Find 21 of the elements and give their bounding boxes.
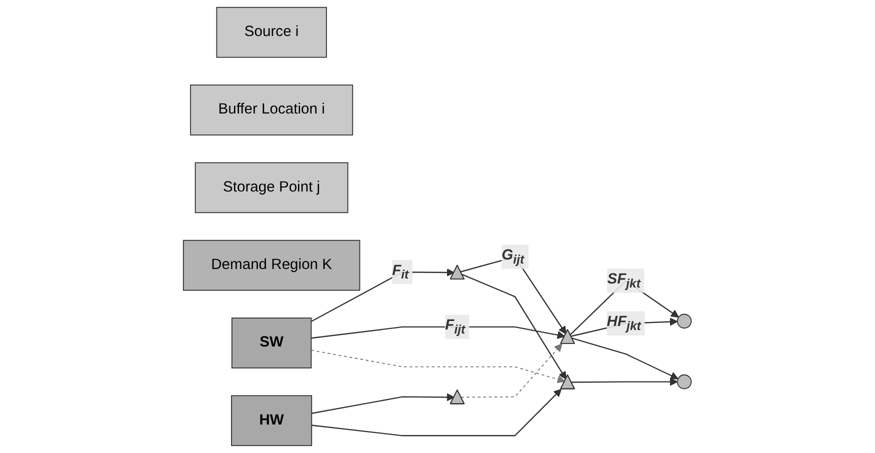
node-circle xyxy=(677,314,692,329)
arrow xyxy=(312,388,562,436)
edge-label: SF$_{jkt}$ xyxy=(607,271,641,290)
arrow xyxy=(462,274,567,380)
edge-label: HF$_{jkt}$ xyxy=(606,314,642,333)
edge-label: F$_{it}$ xyxy=(392,262,409,282)
arrow xyxy=(310,350,566,384)
node-box: Buffer Location i xyxy=(190,84,354,136)
arrow xyxy=(572,378,678,386)
edge-label: F$_{ijt}$ xyxy=(445,318,466,336)
node-box: Storage Point j xyxy=(195,162,348,214)
arrow xyxy=(312,393,455,414)
edge-label: G$_{ijt}$ xyxy=(502,247,524,266)
node-box: Demand Region K xyxy=(183,240,360,291)
arrow xyxy=(572,338,679,380)
node-box: SW xyxy=(232,318,312,368)
arrow xyxy=(460,344,562,398)
arrow xyxy=(311,326,566,339)
node-circle xyxy=(677,374,692,390)
node-box: HW xyxy=(231,395,312,446)
node-box: Source i xyxy=(216,6,328,58)
